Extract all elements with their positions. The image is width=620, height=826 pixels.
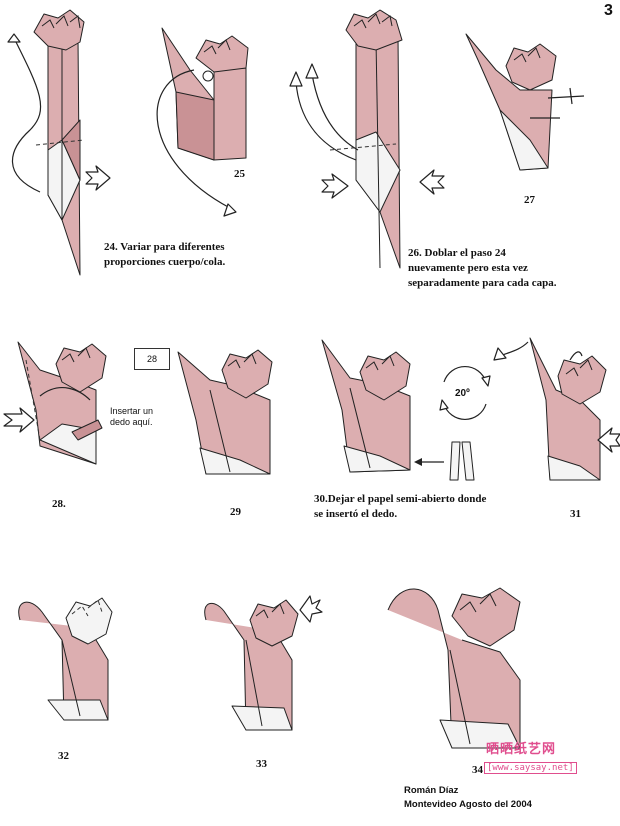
author-name: Román Díaz bbox=[404, 785, 459, 796]
step-31-number: 31 bbox=[570, 508, 581, 520]
rotation-angle: 20º bbox=[455, 388, 470, 399]
step-30-caption: 30.Dejar el papel semi-abierto donde se … bbox=[314, 493, 487, 520]
step-28-note: Insertar un dedo aquí. bbox=[110, 406, 154, 427]
step-24-caption: 24. Variar para diferentes proporciones … bbox=[104, 241, 226, 268]
step-28-number: 28. bbox=[52, 498, 66, 510]
step-26-caption: 26. Doblar el paso 24 nuevamente pero es… bbox=[408, 247, 557, 289]
watermark-title: 晒晒纸艺网 bbox=[486, 742, 557, 757]
place-date: Montevideo Agosto del 2004 bbox=[404, 799, 532, 810]
watermark-url: [www.saysay.net] bbox=[484, 762, 577, 774]
step-29-reference-box: 28 bbox=[134, 348, 170, 370]
step-34-number: 34 bbox=[472, 764, 483, 776]
step-32-number: 32 bbox=[58, 750, 69, 762]
step-33-number: 33 bbox=[256, 758, 267, 770]
page-number: 3 bbox=[604, 2, 613, 19]
step-27-number: 27 bbox=[524, 194, 535, 206]
step-29-number: 29 bbox=[230, 506, 241, 518]
step-25-number: 25 bbox=[234, 168, 245, 180]
